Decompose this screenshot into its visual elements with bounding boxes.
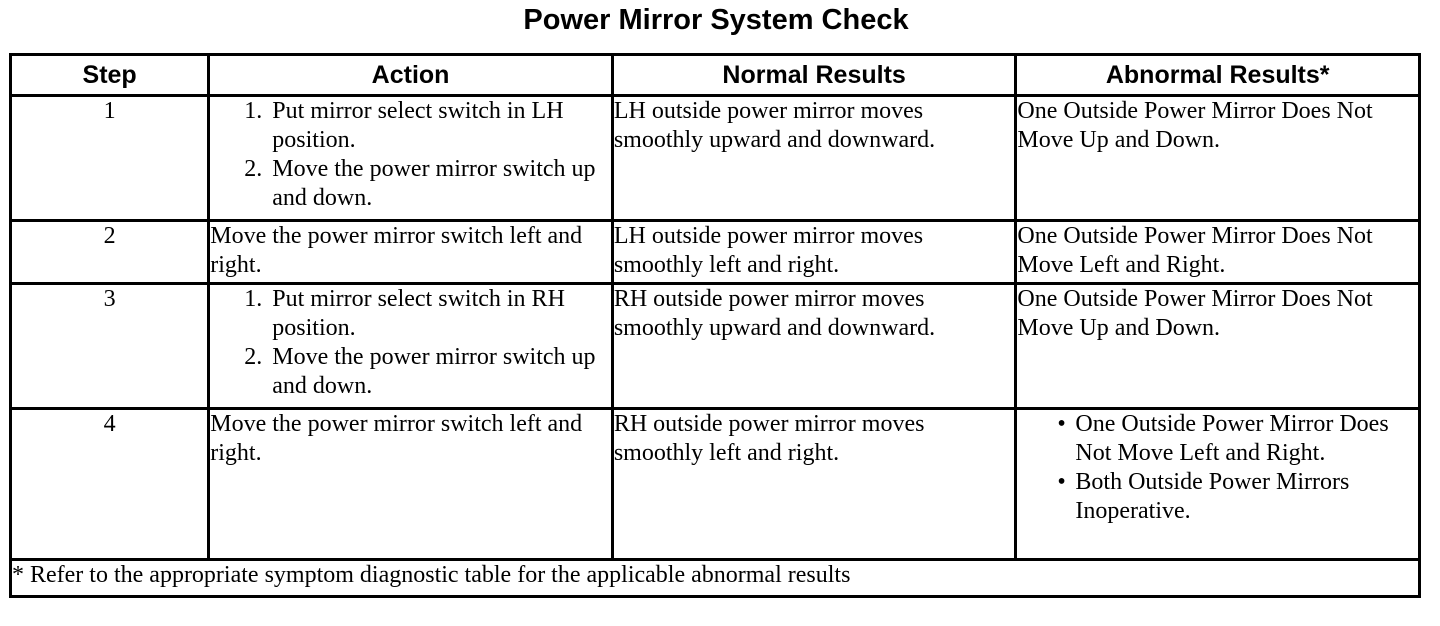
action-cell: Move the power mirror switch left and ri… (207, 219, 614, 285)
abnormal-results-list: One Outside Power Mirror Does Not Move L… (1017, 410, 1418, 526)
abnormal-result: One Outside Power Mirror Does Not Move U… (1014, 94, 1421, 222)
action-steps-list: Put mirror select switch in RH position.… (210, 285, 611, 401)
action-step: Move the power mirror switch up and down… (268, 343, 611, 401)
step-number: 3 (8, 282, 211, 410)
abnormal-result: One Outside Power Mirror Does Not Move L… (1014, 219, 1421, 285)
abnormal-result-item: Both Outside Power Mirrors Inoperative. (1057, 468, 1418, 526)
header-normal-results: Normal Results (610, 53, 1018, 97)
header-action: Action (207, 53, 614, 97)
abnormal-result-cell: One Outside Power Mirror Does Not Move L… (1014, 407, 1421, 561)
step-number: 2 (8, 219, 211, 285)
table-row: 2 Move the power mirror switch left and … (8, 219, 1421, 285)
footnote: * Refer to the appropriate symptom diagn… (9, 558, 1421, 598)
abnormal-result: One Outside Power Mirror Does Not Move U… (1014, 282, 1421, 410)
action-cell: Move the power mirror switch left and ri… (207, 407, 614, 561)
normal-result: RH outside power mirror moves smoothly u… (610, 282, 1018, 410)
power-mirror-check-table: Step Action Normal Results Abnormal Resu… (8, 53, 1421, 598)
normal-result: LH outside power mirror moves smoothly u… (610, 94, 1018, 222)
header-abnormal-results: Abnormal Results* (1014, 53, 1421, 97)
table-row: 3 Put mirror select switch in RH positio… (8, 282, 1421, 410)
action-steps-list: Put mirror select switch in LH position.… (210, 97, 611, 213)
step-number: 1 (8, 94, 211, 222)
action-step: Move the power mirror switch up and down… (268, 155, 611, 213)
action-step: Put mirror select switch in LH position. (268, 97, 611, 155)
step-number: 4 (8, 407, 211, 561)
action-cell: Put mirror select switch in LH position.… (207, 94, 614, 222)
normal-result: LH outside power mirror moves smoothly l… (610, 219, 1018, 285)
table-header-row: Step Action Normal Results Abnormal Resu… (8, 53, 1421, 97)
action-step: Put mirror select switch in RH position. (268, 285, 611, 343)
abnormal-result-item: One Outside Power Mirror Does Not Move L… (1057, 410, 1418, 468)
table-row: 4 Move the power mirror switch left and … (8, 407, 1421, 561)
action-cell: Put mirror select switch in RH position.… (207, 282, 614, 410)
table-row: 1 Put mirror select switch in LH positio… (8, 94, 1421, 222)
header-step: Step (8, 53, 211, 97)
normal-result: RH outside power mirror moves smoothly l… (610, 407, 1018, 561)
page-title: Power Mirror System Check (523, 4, 909, 36)
footnote-row: * Refer to the appropriate symptom diagn… (9, 558, 1421, 598)
